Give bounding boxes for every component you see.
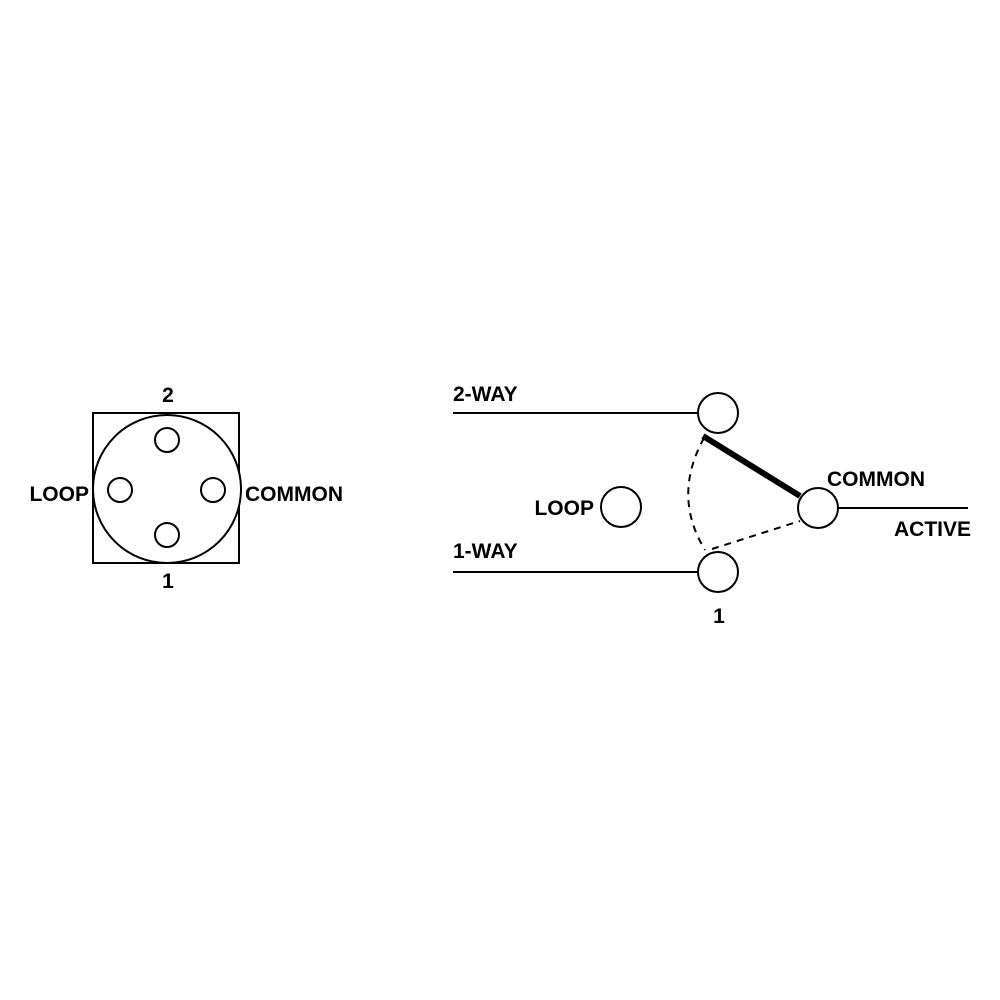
face-label-top: 2 [162, 384, 174, 407]
terminal-1-hole [154, 522, 180, 548]
terminal-common [797, 487, 839, 529]
label-two-way: 2-WAY [453, 383, 518, 406]
terminal-common-hole [200, 477, 226, 503]
switch-lever [701, 433, 802, 499]
switch-travel-arc [687, 437, 706, 551]
label-common: COMMON [827, 468, 925, 491]
label-terminal-1: 1 [713, 605, 725, 628]
terminal-loop [600, 486, 642, 528]
label-one-way: 1-WAY [453, 540, 518, 563]
terminal-2-way [697, 392, 739, 434]
label-loop: LOOP [534, 497, 594, 520]
face-label-left: LOOP [29, 483, 89, 506]
switch-face: 2 1 LOOP COMMON [29, 384, 343, 593]
label-active: ACTIVE [894, 518, 971, 541]
switch-body-circle [92, 414, 242, 564]
switch-schematic: 2-WAY 1-WAY LOOP COMMON ACTIVE 1 [453, 383, 971, 628]
face-label-right: COMMON [245, 483, 343, 506]
terminal-loop-hole [107, 477, 133, 503]
terminal-1-way [697, 551, 739, 593]
face-label-bottom: 1 [162, 570, 174, 593]
alternate-lever-dashed [711, 520, 801, 550]
terminal-2-hole [154, 427, 180, 453]
